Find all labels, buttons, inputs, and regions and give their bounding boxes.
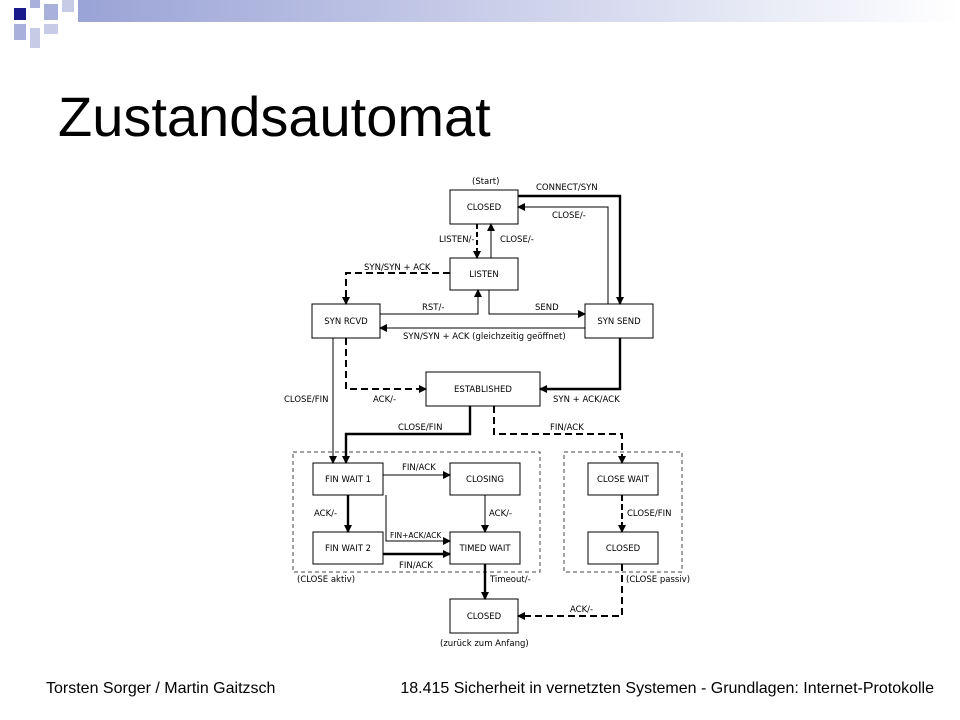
label-close-fin-2: CLOSE/FIN <box>398 423 442 433</box>
arrow-close-fin-established <box>342 406 472 464</box>
page-title: Zustandsautomat <box>58 85 491 148</box>
label-syn-syn-ack: SYN/SYN + ACK <box>364 263 431 273</box>
label-ack-dash-3: ACK/- <box>489 509 512 519</box>
state-listen: LISTEN <box>469 270 499 280</box>
state-closed-final: CLOSED <box>467 612 502 622</box>
label-fin-ack-3: FIN/ACK <box>399 561 433 571</box>
arrow-fin-ack-passive <box>493 406 626 464</box>
label-fin-ack-ack: FIN+ACK/ACK <box>390 531 442 540</box>
close-passive-group <box>563 451 683 573</box>
label-syn-ack-ack: SYN + ACK/ACK <box>553 395 620 405</box>
label-send: SEND <box>535 303 559 313</box>
arrow-finack-ack <box>385 495 451 545</box>
label-start: (Start) <box>472 177 499 187</box>
state-fin-wait-1: FIN WAIT 1 <box>325 475 371 485</box>
state-closed-box <box>449 189 519 225</box>
arrow-syn-synack <box>342 272 450 305</box>
state-syn-send: SYN SEND <box>597 317 641 327</box>
banner-square-light <box>44 4 58 20</box>
banner-square-light <box>30 0 40 8</box>
arrow-connect-syn <box>518 194 624 305</box>
banner-square-dark <box>14 8 26 20</box>
label-timeout: Timeout/- <box>489 575 531 585</box>
footer-course: 18.415 Sicherheit in vernetzten Systemen… <box>400 680 934 697</box>
label-close-fin-3: CLOSE/FIN <box>627 509 671 519</box>
state-fin-wait-2: FIN WAIT 2 <box>325 544 371 554</box>
label-close-dash-1: CLOSE/- <box>552 211 586 221</box>
label-listen-dash: LISTEN/- <box>439 235 475 245</box>
state-syn-rcvd-box <box>311 303 381 339</box>
label-close-aktiv: (CLOSE aktiv) <box>297 575 355 585</box>
label-simultaneous-open: SYN/SYN + ACK (gleichzeitig geöffnet) <box>403 332 566 342</box>
arrow-synack-ack <box>539 338 622 393</box>
label-close-passiv: (CLOSE passiv) <box>626 575 690 585</box>
label-rst-dash: RST/- <box>422 303 444 313</box>
arrow-rst <box>380 289 482 315</box>
state-fin-wait-2-box <box>312 531 384 565</box>
state-closed-passive-box <box>587 531 659 565</box>
arrow-ack-established <box>345 338 427 393</box>
banner-square-light <box>30 28 40 48</box>
banner-square-light <box>14 24 26 40</box>
state-timed-wait: TIMED WAIT <box>458 544 511 554</box>
state-closed: CLOSED <box>467 203 502 213</box>
label-close-fin-1: CLOSE/FIN <box>284 395 328 405</box>
arrow-close-synsend <box>517 203 609 304</box>
state-close-wait: CLOSE WAIT <box>597 475 650 485</box>
label-back-to-start: (zurück zum Anfang) <box>440 639 529 649</box>
state-closed-passive: CLOSED <box>606 544 641 554</box>
label-fin-ack-1: FIN/ACK <box>550 423 584 433</box>
state-closing: CLOSING <box>466 475 504 485</box>
title-banner <box>14 0 960 48</box>
label-close-dash-2: CLOSE/- <box>500 235 534 245</box>
state-fin-wait-1-box <box>312 462 384 496</box>
label-ack-dash-1: ACK/- <box>373 395 396 405</box>
banner-square-light <box>62 0 74 12</box>
state-closed-final-box <box>449 598 519 634</box>
banner-bar <box>78 0 960 22</box>
arrow-send <box>488 290 586 318</box>
banner-square-light <box>44 24 58 34</box>
state-established: ESTABLISHED <box>454 385 512 395</box>
state-syn-rcvd: SYN RCVD <box>324 317 368 327</box>
state-timed-wait-box <box>449 531 521 565</box>
footer-authors: Torsten Sorger / Martin Gaitzsch <box>46 680 276 697</box>
label-ack-dash-4: ACK/- <box>570 605 593 615</box>
label-ack-dash-2: ACK/- <box>314 509 337 519</box>
close-active-group <box>292 451 541 573</box>
label-connect-syn: CONNECT/SYN <box>536 183 598 193</box>
state-syn-send-box <box>584 303 654 339</box>
label-fin-ack-2: FIN/ACK <box>402 463 436 473</box>
arrow-ack-final <box>517 564 623 620</box>
